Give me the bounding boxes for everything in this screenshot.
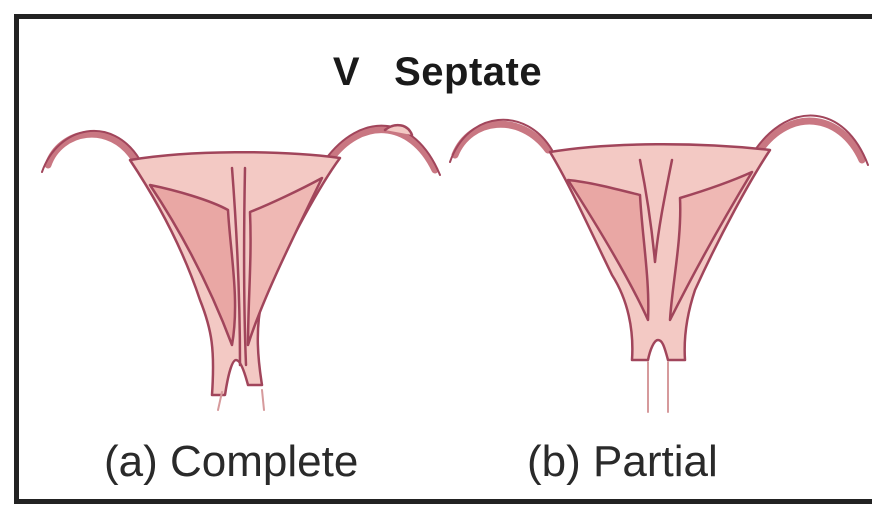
right-fallopian-tube [760,121,862,160]
left-fallopian-tube [48,134,135,165]
complete-septate-uterus [42,125,440,410]
cervical-canal [648,362,668,412]
right-fallopian-tube [330,130,435,170]
caption-partial: (b) Partial [527,437,718,487]
partial-septate-uterus [450,116,868,412]
caption-complete: (a) Complete [104,437,358,487]
